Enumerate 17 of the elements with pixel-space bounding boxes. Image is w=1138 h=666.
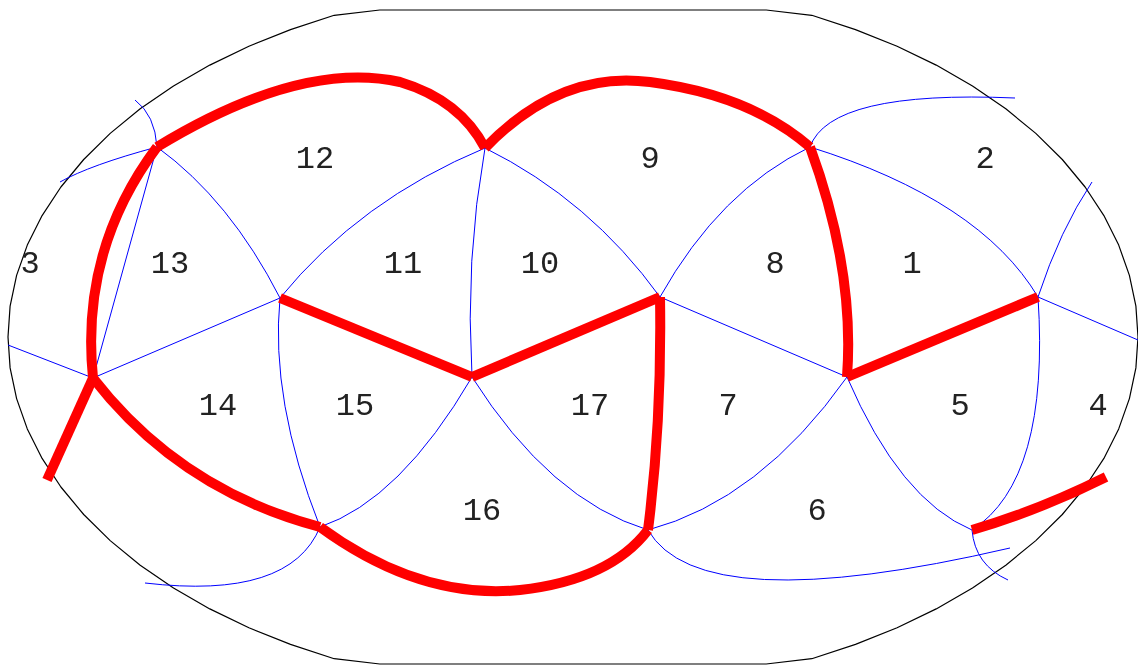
region-number: 8	[765, 249, 785, 281]
region-number: 6	[807, 496, 827, 528]
region-number: 7	[718, 391, 738, 423]
region-number: 12	[295, 144, 335, 176]
region-number: 3	[20, 249, 40, 281]
region-number: 10	[520, 249, 560, 281]
region-number: 1	[902, 249, 922, 281]
region-number: 13	[150, 249, 190, 281]
region-number: 17	[570, 391, 610, 423]
region-number: 2	[975, 144, 995, 176]
region-number: 14	[198, 391, 238, 423]
region-number: 9	[640, 144, 660, 176]
region-number: 11	[383, 249, 423, 281]
region-number: 4	[1088, 391, 1108, 423]
region-number: 15	[335, 391, 375, 423]
region-number: 16	[462, 496, 502, 528]
region-number: 5	[950, 391, 970, 423]
